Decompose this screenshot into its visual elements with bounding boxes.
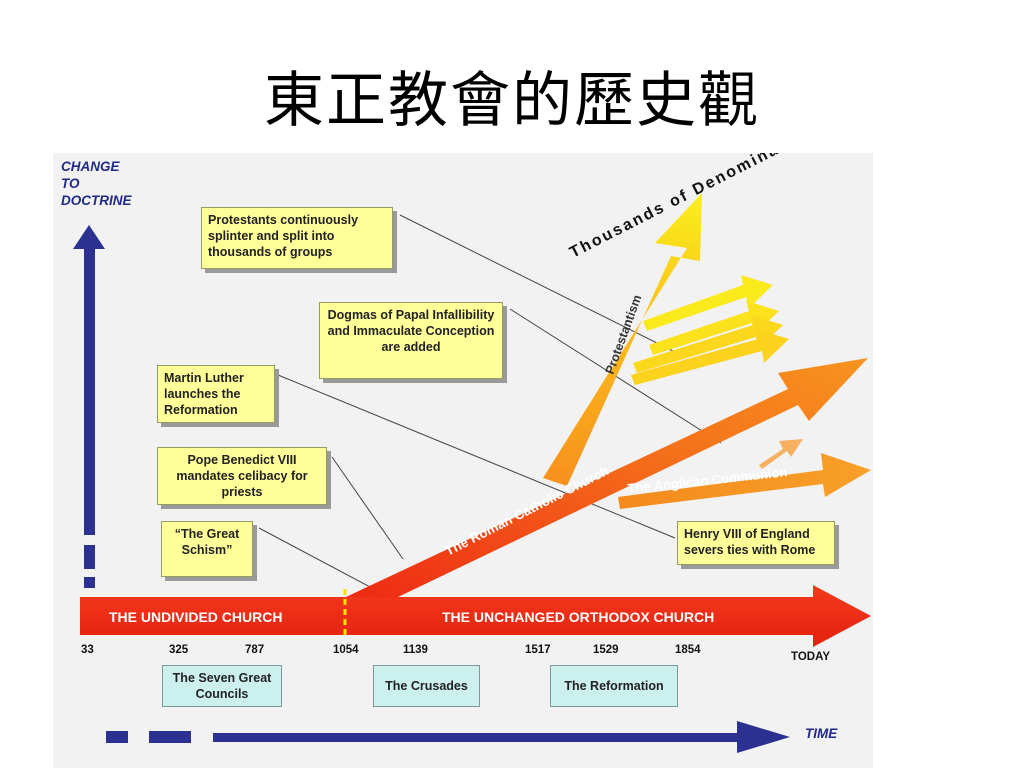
era-reformation: The Reformation [550,665,678,707]
year-1054: 1054 [333,644,359,656]
note-protestants-splinter: Protestants continuously splinter and sp… [201,207,393,269]
year-1529: 1529 [593,644,619,656]
year-today: TODAY [791,651,830,663]
anglican-branch [618,439,871,509]
time-axis [106,721,790,753]
note-papal-dogmas: Dogmas of Papal Infallibility and Immacu… [319,302,503,379]
doctrine-label-line-3: DOCTRINE [61,193,132,208]
time-axis-label: TIME [805,726,838,741]
doctrine-axis-label: CHANGE TO DOCTRINE [61,158,132,209]
page-title: 東正教會的歷史觀 [264,66,760,136]
protestantism-branch [543,193,789,486]
year-1139: 1139 [403,644,428,656]
year-1517: 1517 [525,644,551,656]
year-325: 325 [169,644,189,656]
doctrine-label-line-2: TO [61,176,80,191]
note-great-schism: “The Great Schism” [161,521,253,577]
note-martin-luther: Martin Luther launches the Reformation [157,365,275,423]
doctrine-axis [73,225,105,588]
year-787: 787 [245,644,265,656]
orthodox-church-label: THE UNCHANGED ORTHODOX CHURCH [442,609,714,625]
era-crusades: The Crusades [373,665,480,707]
undivided-church-label: THE UNDIVIDED CHURCH [109,609,282,625]
leader-lines [258,214,722,598]
main-orthodox-arrow [80,585,871,647]
church-history-diagram: The Roman Catholic Church The Anglican C… [53,153,873,768]
year-1854: 1854 [675,644,701,656]
roman-catholic-branch [346,358,868,597]
era-seven-councils: The Seven Great Councils [162,665,282,707]
note-pope-benedict: Pope Benedict VIII mandates celibacy for… [157,447,327,505]
doctrine-label-line-1: CHANGE [61,159,120,174]
year-33: 33 [81,644,94,656]
note-henry-viii: Henry VIII of England severs ties with R… [677,521,835,565]
